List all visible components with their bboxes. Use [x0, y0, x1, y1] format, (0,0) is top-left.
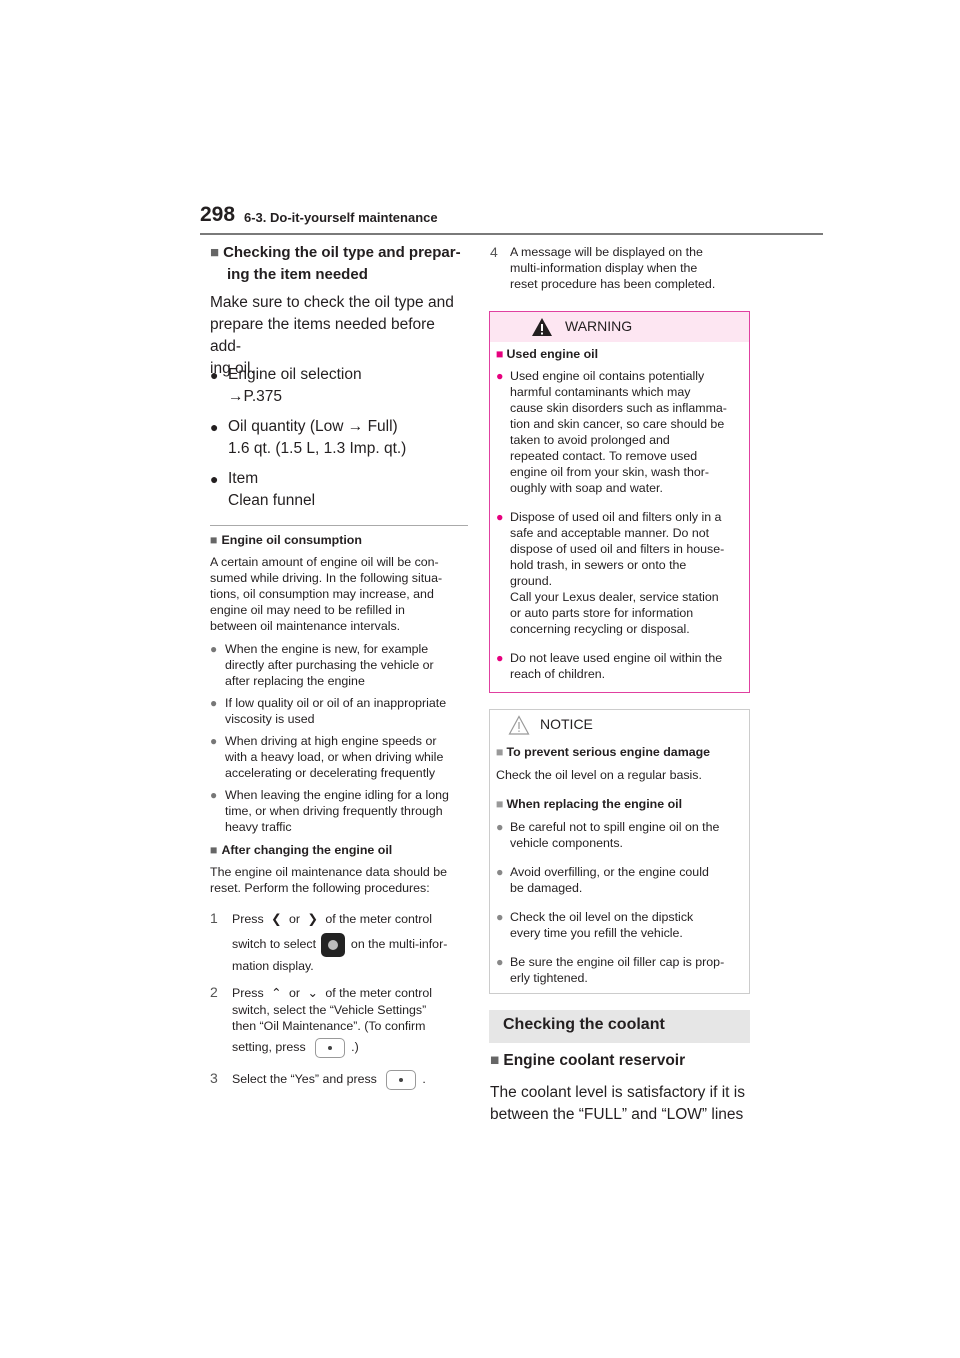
caution-triangle-icon	[508, 715, 530, 735]
step-4: 4 A message will be displayed on the mul…	[490, 244, 716, 291]
consumption-text: A certain amount of engine oil will be c…	[210, 555, 443, 633]
after-change-heading: ■After changing the engine oil	[210, 843, 393, 857]
notice-header: NOTICE	[490, 710, 749, 738]
reset-steps: 1 Press ❮ or ❯ of the meter control swit…	[210, 910, 472, 1092]
list-item: ● Dispose of used oil and filters only i…	[496, 510, 725, 636]
warning-triangle-icon	[532, 318, 552, 336]
list-item: ● Check the oil level on the dipstick ev…	[496, 910, 694, 940]
bullet-icon: ●	[210, 734, 218, 748]
intro-paragraph: Make sure to check the oil type and prep…	[210, 294, 454, 377]
bullet-icon: ●	[496, 651, 504, 665]
list-item: ● Engine oil selection →P.375	[210, 366, 362, 405]
chevron-down-icon: ⌄	[307, 986, 318, 1000]
oil-type-heading: ■Checking the oil type and prepar- ing t…	[210, 244, 461, 283]
warning-header: WARNING	[490, 312, 749, 342]
consumption-heading: ■Engine oil consumption	[210, 533, 362, 547]
consumption-section: ■Engine oil consumption A certain amount…	[210, 532, 470, 896]
page-number: 298	[200, 203, 236, 226]
arrow-icon: →	[228, 388, 244, 405]
list-item: ● Do not leave used engine oil within th…	[496, 651, 723, 681]
bullet-icon: ●	[210, 696, 218, 710]
list-item: ● When driving at high engine speeds or …	[210, 734, 444, 780]
bullet-icon: ●	[496, 865, 504, 879]
list-item: ● When the engine is new, for example di…	[210, 642, 434, 688]
bullet-icon: ●	[210, 788, 218, 802]
list-item: ● Avoid overfilling, or the engine could…	[496, 865, 709, 895]
chevron-left-icon: ❮	[271, 912, 282, 926]
coolant-subheading: ■Engine coolant reservoir	[490, 1052, 686, 1069]
step-1: 1 Press ❮ or ❯ of the meter control swit…	[210, 910, 448, 973]
list-item: ● Be sure the engine oil filler cap is p…	[496, 955, 725, 985]
header-rule	[200, 233, 823, 235]
list-item: ● When leaving the engine idling for a l…	[210, 788, 449, 834]
square-bullet-icon: ■	[210, 244, 220, 261]
square-bullet-icon: ■	[210, 843, 218, 857]
bullet-icon: ●	[496, 510, 504, 524]
bullet-icon: ●	[210, 642, 218, 656]
chevron-right-icon: ❯	[307, 912, 318, 926]
coolant-text: The coolant level is satisfactory if it …	[490, 1084, 745, 1123]
enter-button-icon	[315, 1037, 346, 1058]
enter-button-icon	[386, 1069, 417, 1090]
list-item: ● Item Clean funnel	[210, 470, 316, 509]
bullet-icon: ●	[496, 955, 504, 969]
bullet-icon: ●	[496, 820, 504, 834]
section-title: 6-3. Do-it-yourself maintenance	[244, 210, 438, 225]
warning-subheading: ■Used engine oil	[496, 347, 599, 361]
list-item: ● Be careful not to spill engine oil on …	[496, 820, 720, 850]
bullet-icon: ●	[210, 419, 219, 435]
oil-items-list: ● Engine oil selection →P.375 ● Oil quan…	[210, 364, 470, 512]
bullet-icon: ●	[496, 910, 504, 924]
square-bullet-icon: ■	[490, 1052, 500, 1069]
after-change-text: The engine oil maintenance data should b…	[210, 865, 447, 895]
step-3: 3 Select the “Yes” and press .	[210, 1066, 472, 1092]
settings-gear-icon	[321, 932, 346, 957]
list-item: ● Oil quantity (Low → Full) 1.6 qt. (1.5…	[210, 418, 407, 457]
warning-box: WARNING ■Used engine oil ● Used engine o…	[489, 311, 750, 693]
coolant-section-header: Checking the coolant	[489, 1010, 750, 1043]
square-bullet-icon: ■	[210, 533, 218, 547]
bullet-icon: ●	[496, 369, 504, 383]
arrow-icon: →	[347, 418, 364, 435]
bullet-icon: ●	[210, 471, 219, 487]
list-item: ● If low quality oil or oil of an inappr…	[210, 696, 447, 726]
notice-subheading: ■To prevent serious engine damage	[496, 745, 711, 759]
notice-box: NOTICE ■To prevent serious engine damage…	[489, 709, 750, 994]
section-divider	[210, 525, 468, 526]
list-item: ● Used engine oil contains potentially h…	[496, 369, 727, 495]
bullet-icon: ●	[210, 367, 219, 383]
step-2: 2 Press ⌃ or ⌄ of the meter control swit…	[210, 984, 472, 1060]
notice-text: Check the oil level on a regular basis.	[496, 768, 702, 782]
notice-subheading: ■When replacing the engine oil	[496, 797, 683, 811]
chevron-up-icon: ⌃	[271, 986, 282, 1000]
